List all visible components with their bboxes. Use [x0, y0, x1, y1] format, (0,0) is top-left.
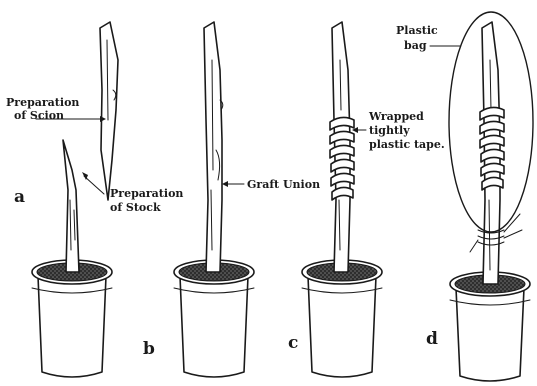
- panel-d: Plastic bag d: [396, 12, 533, 381]
- stock-pointer-line: [84, 176, 104, 194]
- graft-union-arrowhead: [222, 181, 228, 187]
- panel-a: Preparation of Scion Preparation of Stoc…: [6, 22, 183, 377]
- pot-d: [450, 272, 530, 381]
- step-a-label: a: [14, 187, 25, 207]
- scion-a: [100, 22, 118, 200]
- panel-c: Wrapped tightly plastic tape. c: [288, 22, 445, 377]
- graft-union-label: Graft Union: [247, 178, 320, 191]
- stock-label-line1: Preparation: [110, 187, 183, 200]
- bag-label-line1: Plastic: [396, 24, 438, 37]
- scion-label-line2: of Scion: [14, 109, 64, 122]
- stock-a: [63, 140, 79, 272]
- bag-label-line2: bag: [404, 39, 427, 52]
- tape-label-line3: plastic tape.: [369, 138, 445, 151]
- step-d-label: d: [426, 329, 438, 349]
- scion-label-line1: Preparation: [6, 96, 79, 109]
- tape-label-line2: tightly: [369, 124, 410, 137]
- pot-a: [32, 260, 112, 377]
- step-c-label: c: [288, 333, 298, 353]
- pot-c: [302, 260, 382, 377]
- tape-label-line1: Wrapped: [368, 110, 424, 123]
- step-b-label: b: [143, 339, 155, 359]
- stock-label-line2: of Stock: [110, 201, 161, 214]
- pot-b: [174, 260, 254, 377]
- grafted-plant-b: [204, 22, 223, 272]
